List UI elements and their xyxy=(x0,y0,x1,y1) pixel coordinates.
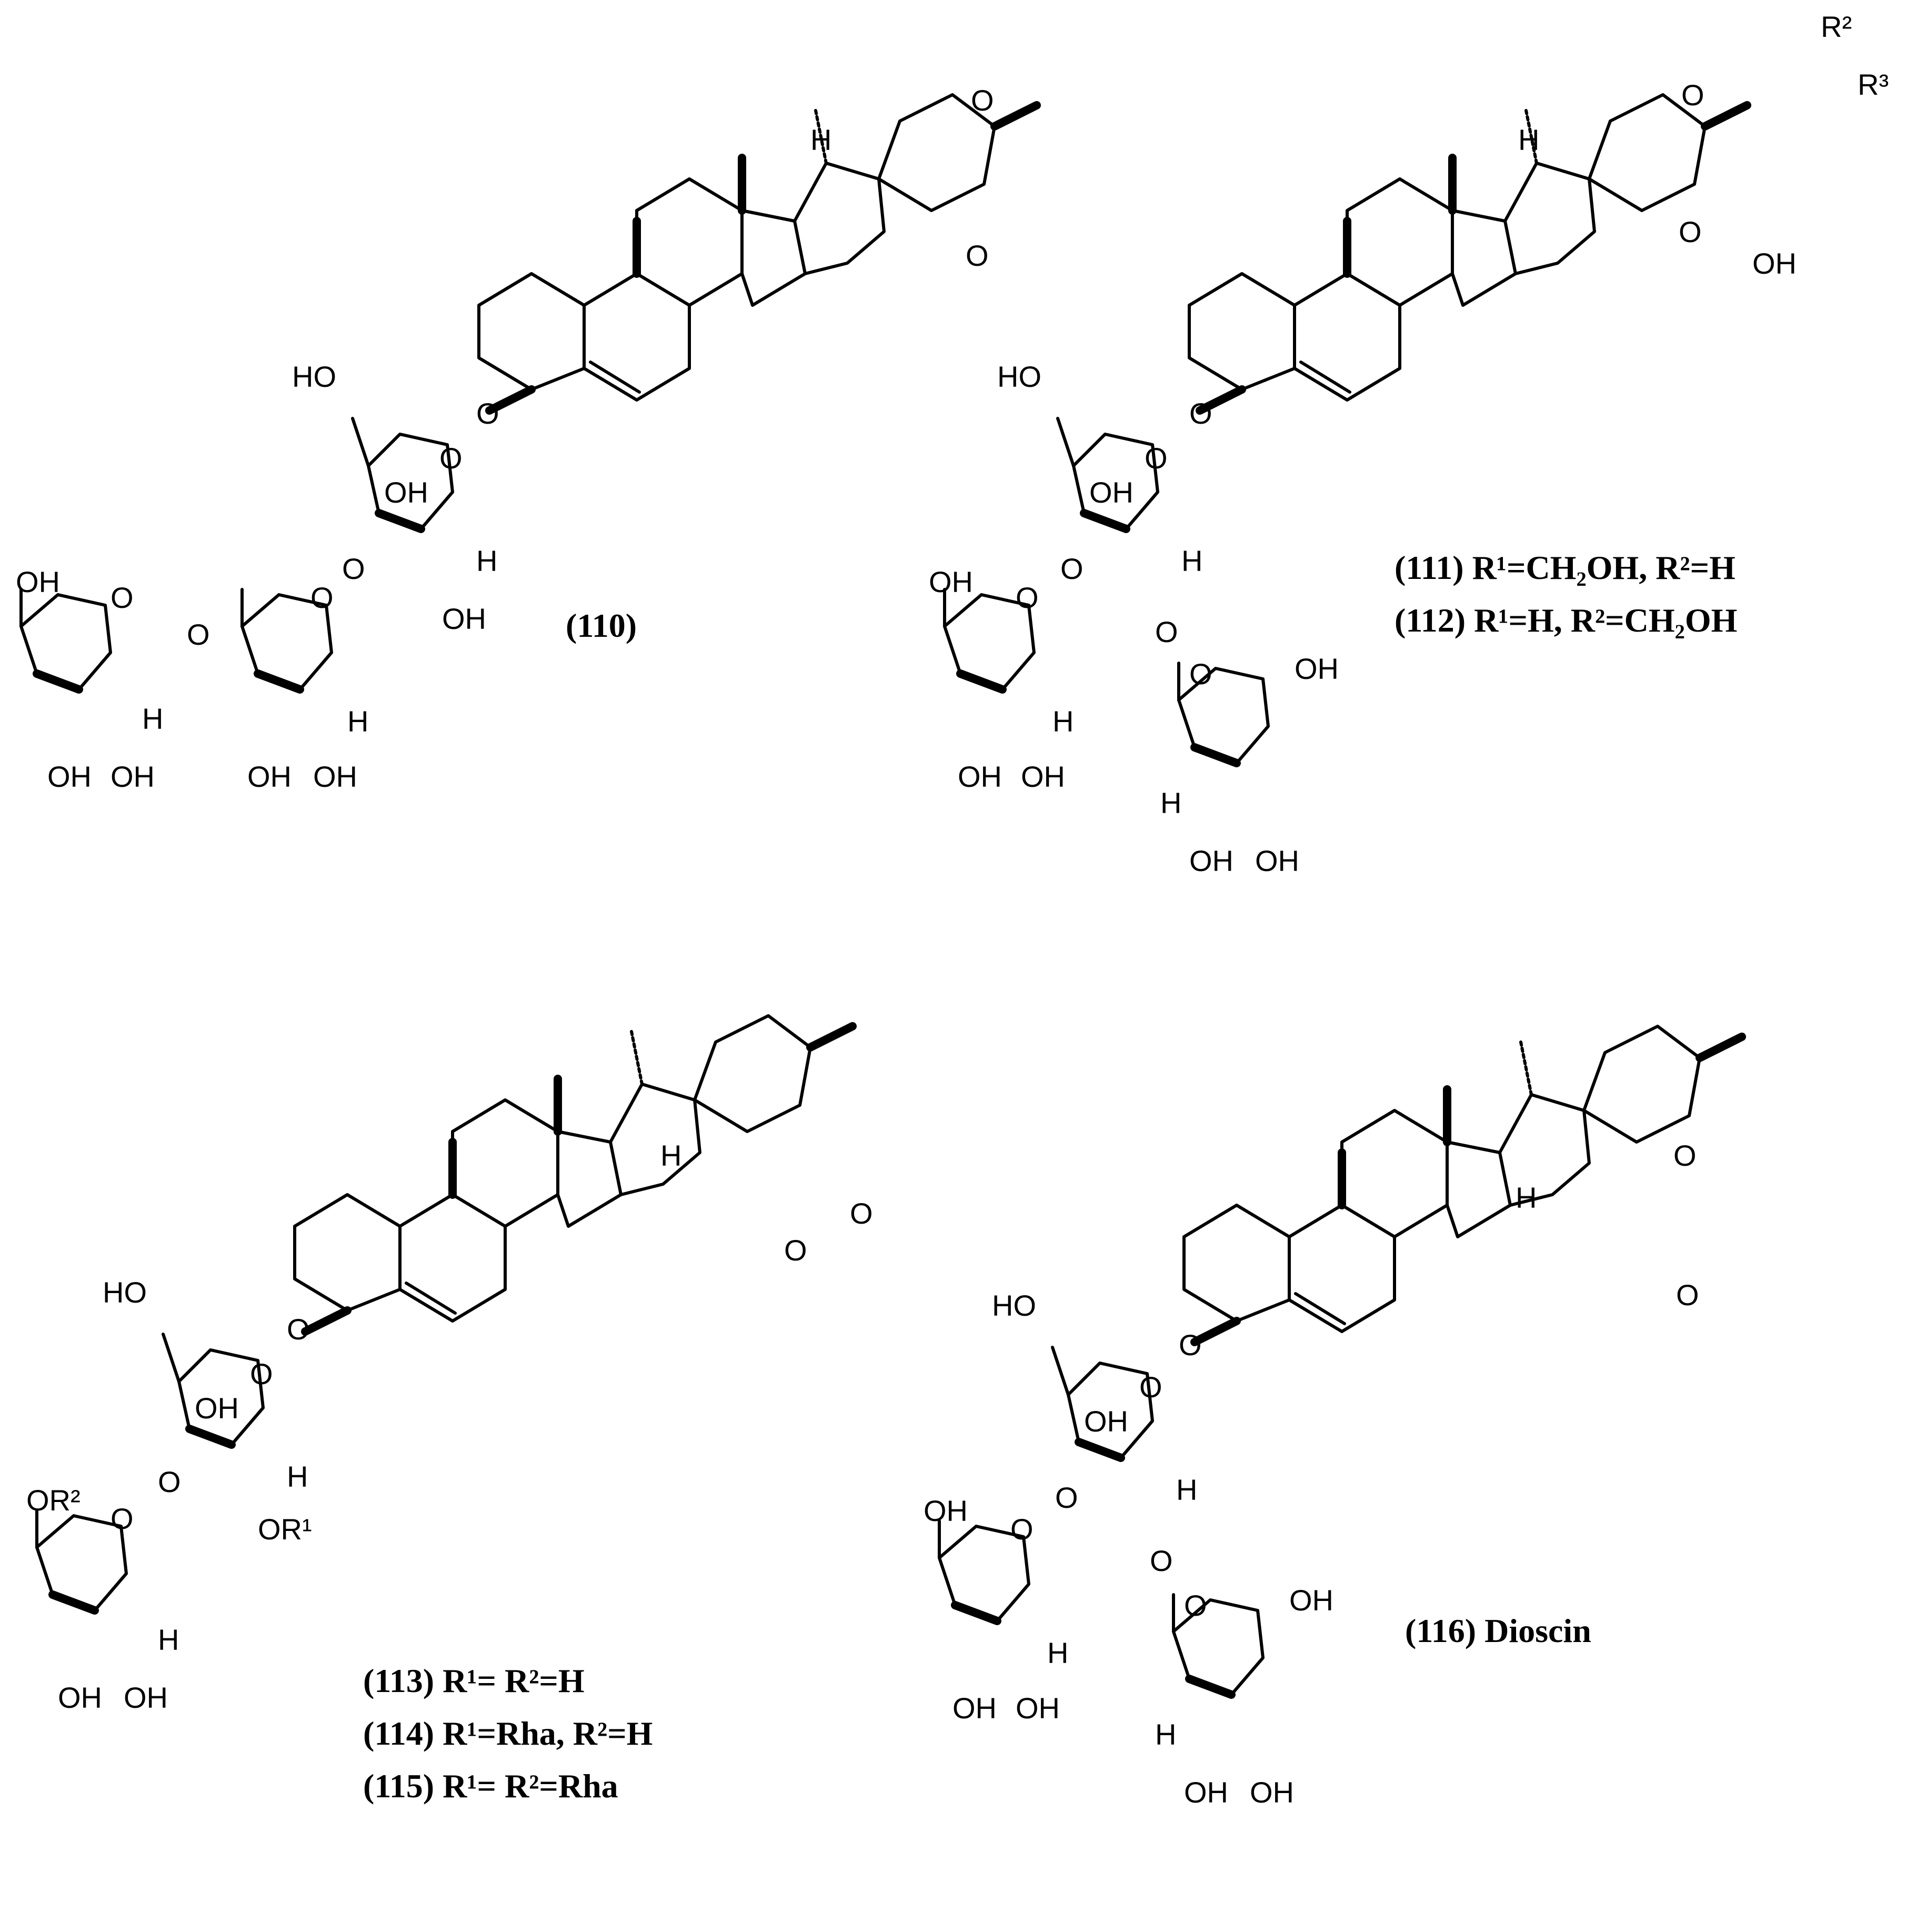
compound-113-115: O O O H O HO OH H OR¹ O O OR² H OH OH (1… xyxy=(26,1016,873,1805)
atom-oh-ring-f: OH xyxy=(1752,247,1797,280)
atom-oh-rha-3: OH xyxy=(58,1681,102,1714)
atom-oh-rha2-4: OH xyxy=(16,565,60,598)
atom-o-link-glc: O xyxy=(158,1465,181,1498)
atom-h-rha: H xyxy=(1052,705,1074,738)
atom-ho-glc: HO xyxy=(103,1276,147,1309)
caption-116: (116) Dioscin xyxy=(1405,1612,1591,1649)
atom-oh-rha-3: OH xyxy=(958,760,1002,793)
atom-o-rha-ring: O xyxy=(111,1502,134,1535)
atom-oh-rha2-4: OH xyxy=(1289,1584,1333,1617)
atom-h-17: H xyxy=(810,123,831,156)
atom-o-glycosidic: O xyxy=(1189,397,1212,430)
atom-o-rha2-ring: O xyxy=(111,581,134,614)
atom-o-link-glc-2: O xyxy=(1155,615,1178,648)
atom-o-glc-ring: O xyxy=(1145,442,1168,475)
atom-oh-glc-3: OH xyxy=(1089,476,1133,509)
atom-h-rha: H xyxy=(158,1623,179,1656)
atom-oh-rha-1: OH xyxy=(247,760,292,793)
atom-oh-rha2-2: OH xyxy=(111,760,155,793)
atom-h-rha2: H xyxy=(1155,1718,1176,1751)
atom-h-rha2: H xyxy=(142,702,163,735)
atom-o-glc-ring: O xyxy=(439,442,463,475)
atom-oh-glc-3: OH xyxy=(195,1392,239,1425)
atom-o-glc-ring: O xyxy=(250,1357,273,1390)
atom-or1: OR¹ xyxy=(258,1513,312,1546)
atom-h-rha2: H xyxy=(1160,786,1181,819)
atom-o-glycosidic: O xyxy=(1179,1328,1202,1362)
atom-h-17: H xyxy=(660,1139,681,1172)
atom-o-link-rha: O xyxy=(187,618,210,651)
atom-o-rha-ring: O xyxy=(310,581,334,614)
caption-111: (111) R¹=CH₂OH, R²=H xyxy=(1395,549,1736,586)
atom-o-ring-f: O xyxy=(1673,1139,1697,1172)
compound-111-112: O O O H OH R² R³ O HO OH H O O O OH H OH… xyxy=(929,10,1889,877)
atom-oh-rha-4: OH xyxy=(929,565,973,598)
atom-o-ring-e: O xyxy=(784,1234,807,1267)
atom-ho-glc: HO xyxy=(997,360,1041,393)
compound-116: O O O H O HO OH H O O O OH H OH OH O OH … xyxy=(924,1026,1742,1809)
atom-h-rha: H xyxy=(347,705,368,738)
atom-r2: R² xyxy=(1821,10,1852,43)
atom-oh-glc-3: OH xyxy=(384,476,428,509)
atom-oh-rha2-2: OH xyxy=(1255,844,1299,877)
atom-oh-rha-2: OH xyxy=(1021,760,1065,793)
atom-or2: OR² xyxy=(26,1484,81,1517)
atom-oh-rha2-2: OH xyxy=(1250,1776,1294,1809)
atom-o-glycosidic: O xyxy=(476,397,499,430)
atom-h-17: H xyxy=(1518,123,1539,156)
atom-o-glycosidic: O xyxy=(287,1313,310,1346)
caption-110: (110) xyxy=(566,607,637,644)
compound-110: O O O H O HO OH OH H O O H OH OH O O OH … xyxy=(16,84,1037,793)
atom-oh-rha-4: OH xyxy=(924,1494,968,1527)
atom-h-glc: H xyxy=(1181,544,1202,577)
atom-o-link-glc-2: O xyxy=(1150,1544,1173,1577)
atom-o-rha-ring: O xyxy=(1016,581,1039,614)
atom-h-17: H xyxy=(1516,1181,1537,1214)
atom-o-ring-f: O xyxy=(1681,78,1704,112)
atom-oh-rha-2: OH xyxy=(1016,1691,1060,1725)
atom-ho-glc: HO xyxy=(292,360,336,393)
atom-ho-glc: HO xyxy=(992,1289,1036,1322)
atom-oh-rha-3: OH xyxy=(952,1691,997,1725)
atom-oh-glc-2: OH xyxy=(442,602,486,635)
atom-o-rha2-ring: O xyxy=(1184,1589,1207,1622)
atom-h-glc: H xyxy=(476,544,497,577)
caption-114: (114) R¹=Rha, R²=H xyxy=(363,1715,653,1752)
atom-o-ring-f: O xyxy=(971,84,994,117)
caption-113: (113) R¹= R²=H xyxy=(363,1662,585,1699)
atom-oh-rha-2: OH xyxy=(313,760,357,793)
atom-o-rha2-ring: O xyxy=(1189,657,1212,690)
atom-o-rha-ring: O xyxy=(1010,1513,1034,1546)
atom-o-link-glc: O xyxy=(342,552,365,585)
atom-o-ring-e: O xyxy=(966,239,989,272)
atom-oh-rha2-3: OH xyxy=(47,760,92,793)
caption-115: (115) R¹= R²=Rha xyxy=(363,1767,618,1805)
atom-o-ring-e: O xyxy=(1676,1278,1699,1312)
atom-oh-rha-2: OH xyxy=(124,1681,168,1714)
caption-112: (112) R¹=H, R²=CH₂OH xyxy=(1395,602,1737,639)
atom-o-ring-e: O xyxy=(1679,215,1702,248)
atom-oh-glc-3: OH xyxy=(1084,1405,1128,1438)
atom-oh-rha2-3: OH xyxy=(1189,844,1233,877)
atom-oh-rha2-3: OH xyxy=(1184,1776,1228,1809)
atom-o-link-glc-4: O xyxy=(1055,1481,1078,1514)
atom-h-glc: H xyxy=(1176,1473,1197,1506)
atom-h-rha: H xyxy=(1047,1636,1068,1669)
atom-o-glc-ring: O xyxy=(1139,1370,1162,1404)
atom-r3: R³ xyxy=(1858,68,1889,101)
atom-o-link-glc-4: O xyxy=(1060,552,1084,585)
atom-oh-rha2-4: OH xyxy=(1295,652,1339,685)
atom-h-glc: H xyxy=(287,1460,308,1493)
atom-o-ring-f: O xyxy=(850,1197,873,1230)
